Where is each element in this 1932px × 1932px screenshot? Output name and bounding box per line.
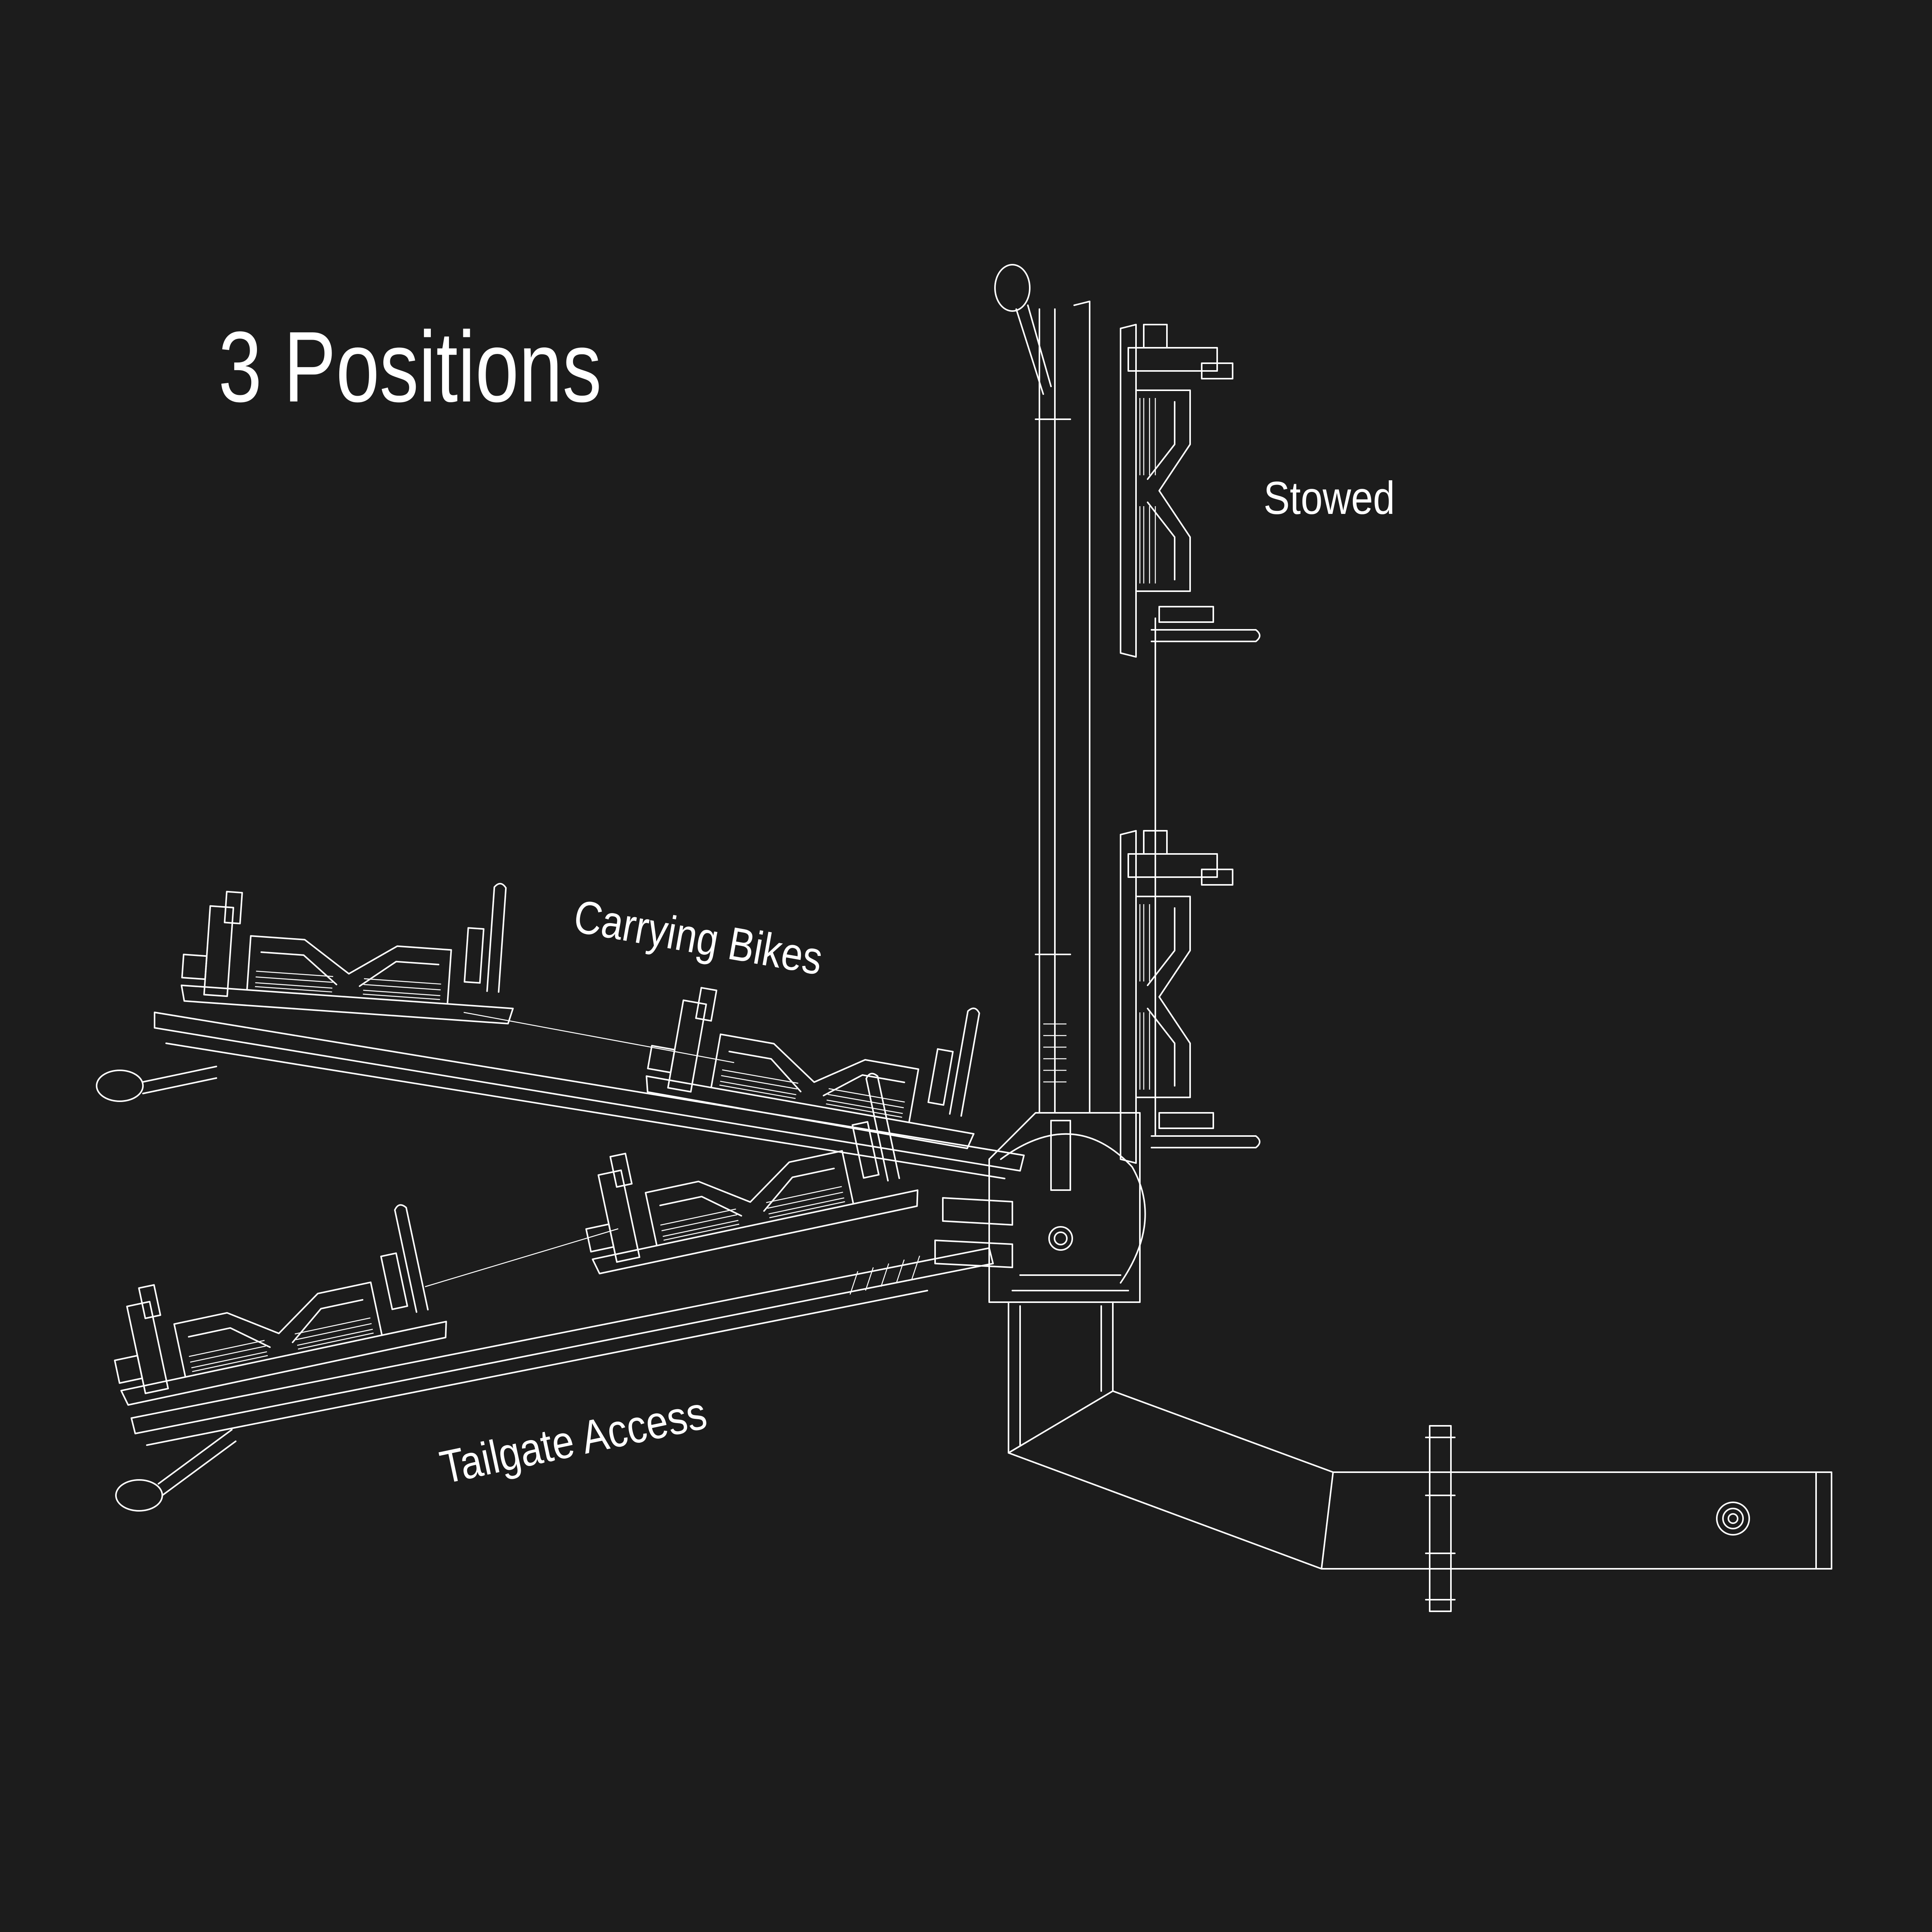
label-tailgate-access: Tailgate Access [436, 1387, 711, 1494]
diagram-title: 3 Positions [218, 311, 602, 423]
pivot-block [934, 1112, 1146, 1303]
label-stowed: Stowed [1264, 472, 1395, 524]
tailgate-position [95, 1068, 994, 1512]
carrying-position [96, 861, 1025, 1179]
label-carrying-bikes: Carrying Bikes [570, 890, 826, 985]
hitch-receiver [1008, 1301, 1832, 1612]
stowed-position [994, 264, 1260, 1164]
